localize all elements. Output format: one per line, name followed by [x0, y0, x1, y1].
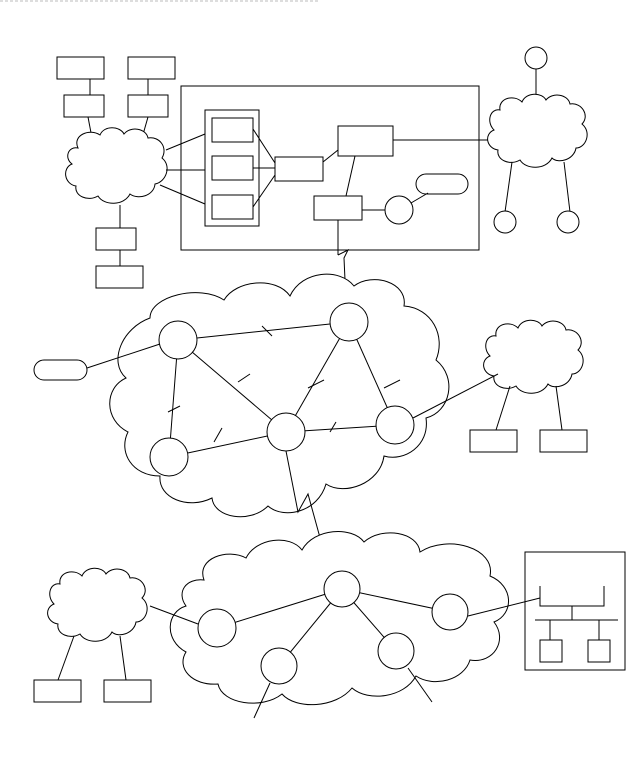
link-tick — [383, 379, 401, 389]
lan-device-box — [539, 639, 563, 663]
link — [119, 635, 127, 681]
node — [524, 46, 548, 70]
network-node — [375, 405, 415, 445]
link — [563, 161, 571, 213]
terminal-box — [95, 265, 144, 289]
network-node — [260, 647, 298, 685]
link — [412, 373, 499, 419]
terminal-box — [33, 679, 82, 703]
remote-network-cloud — [487, 93, 588, 168]
link — [504, 161, 513, 213]
top-left-cluster — [56, 56, 176, 289]
switch-box — [274, 156, 324, 182]
backbone-network — [109, 273, 450, 518]
link — [495, 385, 511, 431]
link — [322, 149, 339, 163]
link-tick — [307, 379, 325, 389]
link — [165, 133, 206, 151]
port-box — [211, 194, 254, 220]
terminal-box — [56, 56, 105, 80]
middle-right-cluster — [412, 319, 588, 453]
link-tick — [329, 421, 337, 433]
local-network-cloud — [47, 567, 148, 642]
lan-device-box — [587, 639, 611, 663]
network-node — [158, 320, 198, 360]
node — [384, 195, 414, 225]
link — [159, 184, 206, 205]
link — [345, 155, 356, 197]
port-box — [211, 155, 254, 181]
local-network-cloud — [483, 319, 584, 394]
link — [177, 339, 287, 433]
link — [410, 192, 429, 204]
rounded-terminal — [33, 359, 88, 381]
link — [57, 635, 75, 681]
link — [467, 597, 541, 617]
network-node — [323, 570, 361, 608]
rounded-terminal — [415, 173, 469, 195]
network-node — [329, 302, 369, 342]
network-node — [149, 437, 189, 477]
link-out — [407, 667, 433, 703]
lower-right-lan — [467, 551, 626, 671]
processor-box — [337, 125, 394, 157]
link — [149, 605, 199, 625]
terminal-box — [127, 56, 176, 80]
network-node — [377, 632, 415, 670]
node — [493, 210, 517, 234]
terminal-box — [469, 429, 518, 453]
link — [216, 588, 343, 629]
link — [285, 321, 350, 433]
terminal-box — [539, 429, 588, 453]
local-network-cloud — [65, 127, 168, 204]
interface-box — [63, 94, 105, 118]
link — [285, 450, 331, 575]
node — [556, 210, 580, 234]
link-tick — [261, 325, 273, 337]
link — [168, 431, 287, 458]
link — [555, 385, 563, 431]
network-node — [197, 608, 237, 648]
link — [252, 128, 276, 164]
interface-box — [95, 227, 137, 251]
link-tick — [167, 405, 181, 413]
control-box — [313, 195, 363, 221]
terminal-box — [103, 679, 152, 703]
network-node — [266, 412, 306, 452]
access-network — [169, 531, 509, 719]
top-right-cluster — [487, 46, 588, 234]
backbone-network-cloud — [109, 273, 450, 518]
link-out — [253, 682, 271, 719]
link-tick — [213, 427, 223, 443]
access-network-cloud — [169, 531, 509, 706]
lower-left-cluster — [33, 567, 199, 703]
interface-box — [127, 94, 169, 118]
link-tick — [237, 373, 251, 383]
link — [177, 321, 350, 341]
central-system — [159, 85, 490, 251]
network-node — [431, 593, 469, 631]
link — [252, 174, 276, 208]
link — [168, 339, 179, 458]
port-box — [211, 117, 254, 143]
link — [86, 343, 161, 369]
